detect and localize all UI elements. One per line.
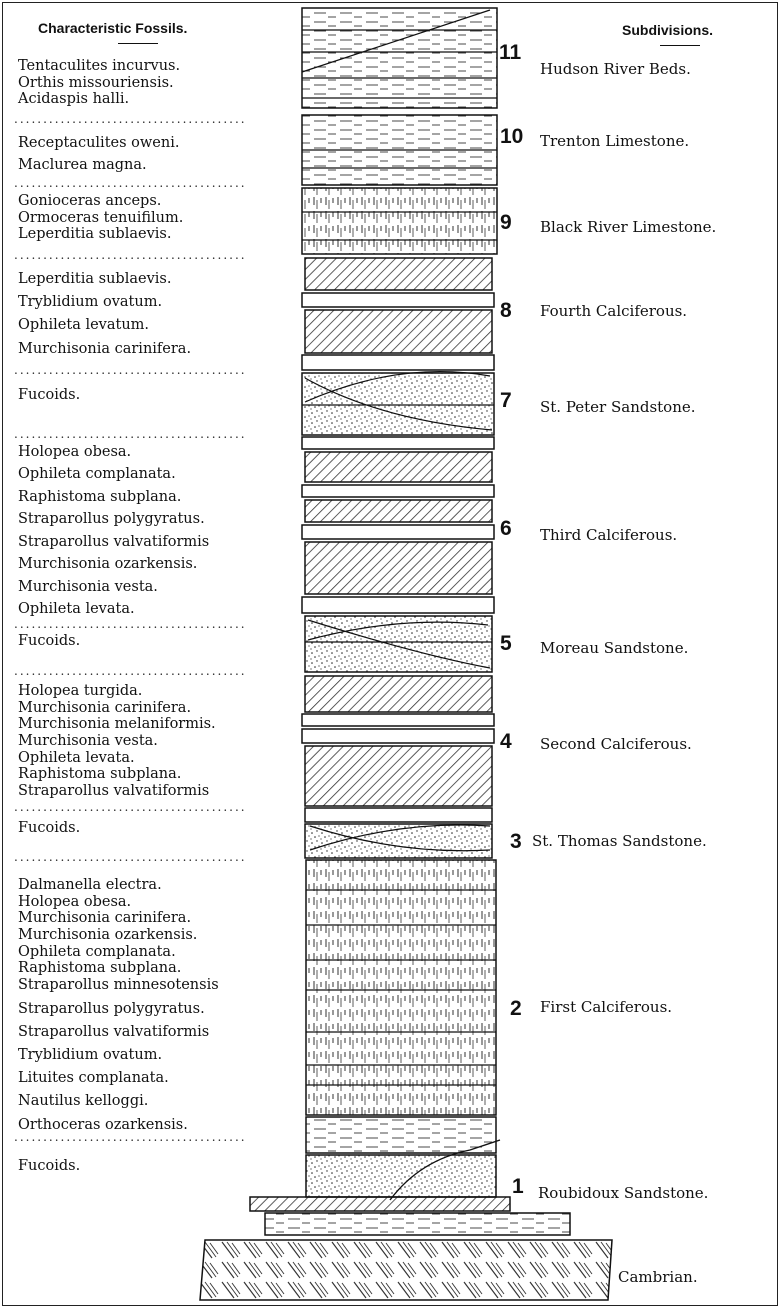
bed-roubidoux-sandstone: [306, 1155, 496, 1197]
bed-third-calciferous-shale-b: [305, 500, 492, 522]
bed-first-calciferous: [306, 860, 496, 1115]
bed-fourth-calciferous-limestone-b: [302, 355, 494, 370]
bed-fourth-calciferous-limestone: [302, 293, 494, 307]
bed-second-calciferous-limestone-b: [302, 729, 494, 743]
bed-black-river-limestone: [302, 188, 497, 254]
bed-hudson-river-beds: [302, 8, 497, 108]
bed-roubidoux-base-b: [265, 1213, 570, 1235]
bed-third-calciferous-shale-a: [305, 452, 492, 482]
bed-second-calciferous-limestone-a: [302, 714, 494, 726]
bed-roubidoux-base: [250, 1197, 510, 1211]
bed-moreau-sandstone: [305, 616, 492, 672]
bed-fourth-calciferous-shale-a: [305, 258, 492, 290]
bed-third-calciferous-limestone-d: [302, 597, 494, 613]
bed-third-calciferous-limestone-b: [302, 485, 494, 497]
bed-third-calciferous-limestone-a: [302, 437, 494, 449]
bed-fourth-calciferous-shale-b: [305, 310, 492, 353]
bed-third-calciferous-shale-c: [305, 542, 492, 594]
bed-second-calciferous-shale-b: [305, 746, 492, 806]
bed-st-thomas-limestone: [305, 808, 492, 822]
bed-roubidoux-limestone: [306, 1117, 496, 1153]
bed-cambrian: [200, 1240, 612, 1300]
bed-second-calciferous-shale-a: [305, 676, 492, 712]
bed-third-calciferous-limestone-c: [302, 525, 494, 539]
bed-st-peter-sandstone: [302, 373, 494, 435]
